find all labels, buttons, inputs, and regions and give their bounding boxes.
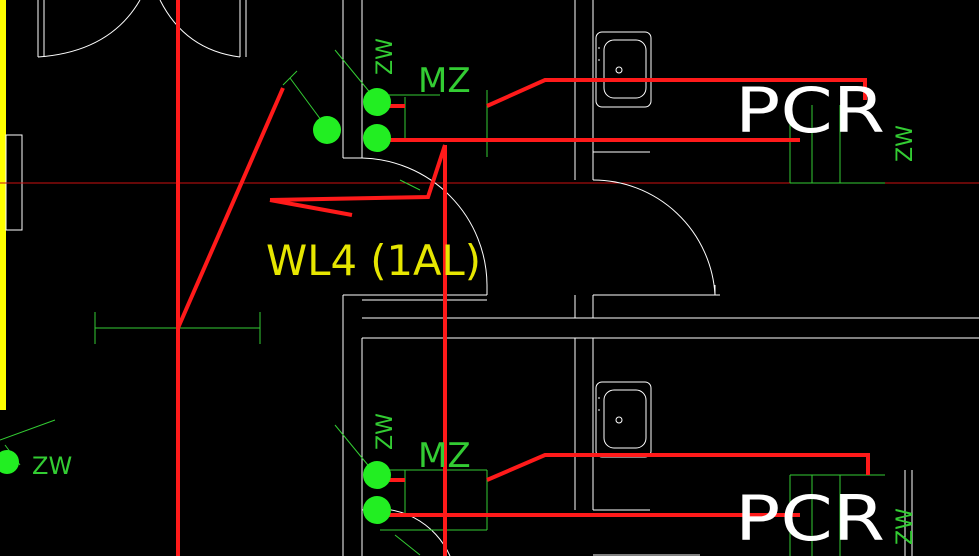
mz-label-bottom: MZ xyxy=(418,436,471,476)
socket-dot-icon xyxy=(0,88,391,524)
left-border xyxy=(0,0,6,410)
zw-label-top-left: ZW xyxy=(373,38,398,75)
pcr-label-bottom: PCR xyxy=(735,482,885,555)
walls xyxy=(342,0,979,556)
sink-icon xyxy=(595,381,652,458)
circuit-label: WL4 (1AL) xyxy=(266,236,481,285)
zw-label-top-right: ZW xyxy=(893,125,918,162)
zw-label-bottom-left: ZW xyxy=(373,413,398,450)
sink-icon xyxy=(595,31,652,108)
zw-label-bottom-right: ZW xyxy=(893,508,918,545)
wiring xyxy=(176,0,870,556)
double-door-top xyxy=(37,0,247,58)
pcr-label-top: PCR xyxy=(735,74,885,147)
door-swing-icon xyxy=(361,157,716,556)
mz-label-top: MZ xyxy=(418,61,471,101)
zw-label-left: ZW xyxy=(32,452,72,480)
